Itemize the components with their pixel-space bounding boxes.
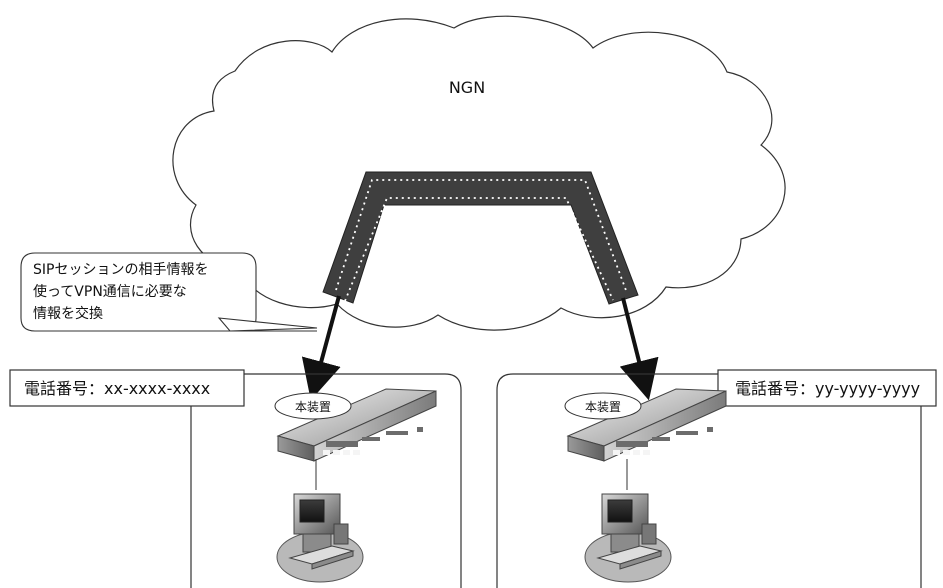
- device-label-left: 本装置: [274, 392, 352, 420]
- site-left: 電話番号：xx-xxxx-xxxx 本装置: [9, 369, 462, 588]
- phone-label-left: 電話番号：xx-xxxx-xxxx: [24, 379, 210, 398]
- ngn-label: NGN: [449, 78, 485, 97]
- callout-line-1: SIPセッションの相手情報を: [33, 262, 208, 278]
- phone-label-box-left: [9, 369, 245, 407]
- device-label-left-text: 本装置: [295, 400, 331, 414]
- device-label-right-text: 本装置: [585, 400, 621, 414]
- site-right: 電話番号：yy-yyyy-yyyy 本装置: [496, 369, 937, 588]
- router-left: [276, 388, 437, 462]
- left-tunnel-arrow: [301, 295, 341, 401]
- callout-line-2: 使ってVPN通信に必要な: [33, 283, 187, 300]
- vpn-info-callout: SIPセッションの相手情報を 使ってVPN通信に必要な 情報を交換: [20, 252, 318, 332]
- callout-line-3: 情報を交換: [33, 305, 103, 322]
- pc-right: [584, 493, 672, 583]
- pc-left: [276, 493, 364, 583]
- vpn-tunnel: [322, 171, 639, 305]
- right-tunnel-arrow: [619, 297, 659, 401]
- phone-label-box-right: [717, 369, 937, 407]
- device-label-right: 本装置: [564, 392, 642, 420]
- phone-label-right: 電話番号：yy-yyyy-yyyy: [735, 379, 920, 398]
